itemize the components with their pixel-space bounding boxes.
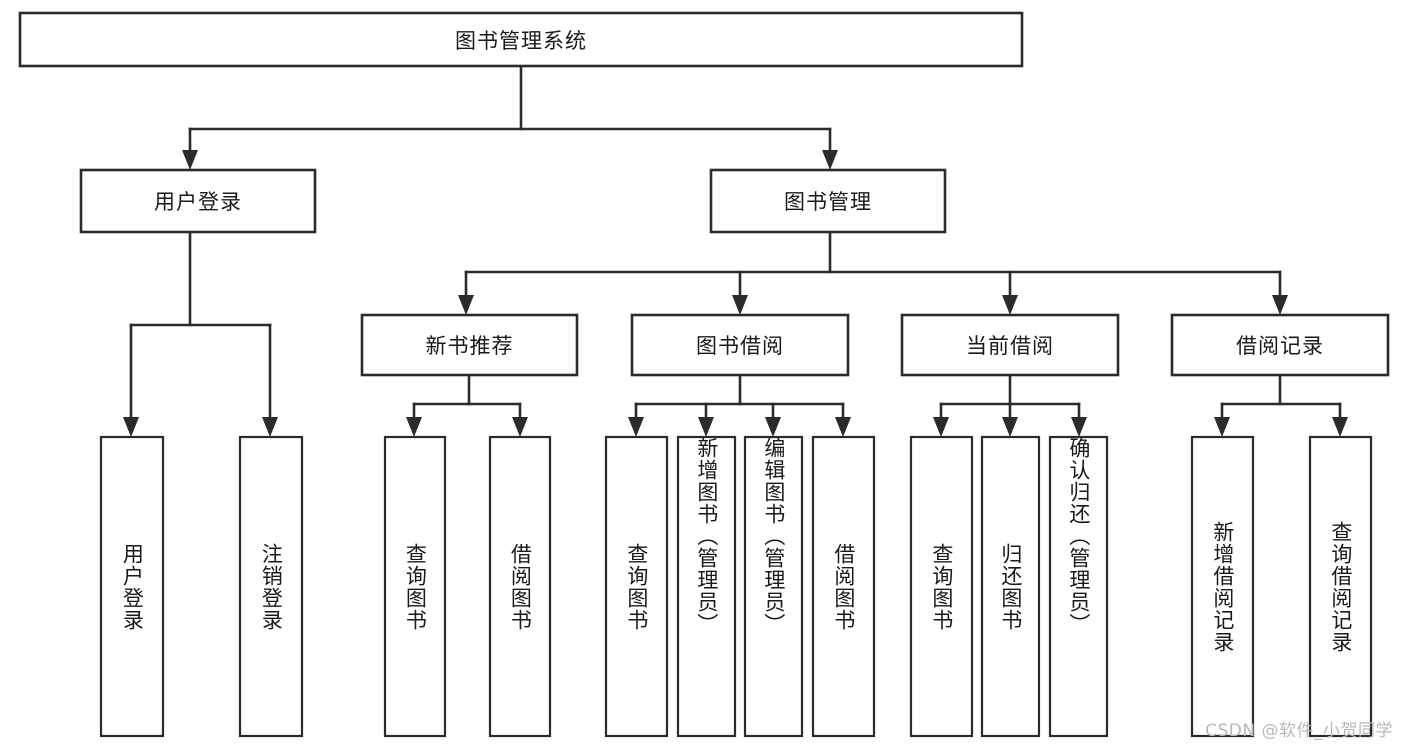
arrow-head-bb-leaf-3 xyxy=(765,417,781,437)
leaf-new-book-2[interactable] xyxy=(488,435,552,738)
arrow-head-user-login xyxy=(182,150,198,170)
arrow-head-cb-leaf-2 xyxy=(1002,417,1018,437)
leaf-current-borrow-1[interactable] xyxy=(909,435,974,738)
arrow-head-br-leaf-2 xyxy=(1332,417,1348,437)
arrow-head-leaf-logout xyxy=(262,417,278,437)
node-root-system[interactable] xyxy=(18,11,1024,68)
leaf-user-login-2[interactable] xyxy=(238,435,304,738)
edge-group-book-manage-to-level3 xyxy=(458,230,1288,315)
arrow-head-current-borrow xyxy=(1002,295,1018,315)
leaf-borrow-record-1[interactable] xyxy=(1190,435,1255,738)
arrow-head-borrow-record xyxy=(1272,295,1288,315)
leaf-book-borrow-3[interactable] xyxy=(743,435,804,738)
edge-group-user-login-to-leaves xyxy=(123,230,278,437)
edge-group-current-borrow-to-leaves xyxy=(933,373,1087,437)
leaf-current-borrow-3[interactable] xyxy=(1048,435,1109,738)
leaf-book-borrow-1[interactable] xyxy=(604,435,669,738)
edge-group-borrow-record-to-leaves xyxy=(1214,373,1348,437)
leaf-book-borrow-2[interactable] xyxy=(676,435,737,738)
arrow-head-book-manage xyxy=(822,150,838,170)
arrow-head-br-leaf-1 xyxy=(1214,417,1230,437)
leaf-book-borrow-4[interactable] xyxy=(811,435,876,738)
arrow-head-leaf-user-login xyxy=(123,417,139,437)
arrow-head-new-book xyxy=(458,295,474,315)
node-borrow-record[interactable] xyxy=(1170,313,1390,377)
leaf-user-login-1[interactable] xyxy=(99,435,165,738)
edge-group-root-to-level2 xyxy=(182,64,838,170)
arrow-head-bb-leaf-1 xyxy=(628,417,644,437)
arrow-head-nb-leaf-1 xyxy=(406,417,422,437)
watermark-text: CSDN @软件_小贺同学 xyxy=(1205,721,1393,741)
leaf-current-borrow-2[interactable] xyxy=(980,435,1041,738)
arrow-head-cb-leaf-1 xyxy=(933,417,949,437)
edge-group-book-borrow-to-leaves xyxy=(628,373,851,437)
node-book-manage[interactable] xyxy=(709,168,947,234)
arrow-head-cb-leaf-3 xyxy=(1071,417,1087,437)
edge-group-new-book-to-leaves xyxy=(406,373,528,437)
node-new-book-recommend[interactable] xyxy=(360,313,579,377)
node-current-borrow[interactable] xyxy=(900,313,1120,377)
node-user-login[interactable] xyxy=(79,168,317,234)
arrow-head-nb-leaf-2 xyxy=(512,417,528,437)
arrow-head-bb-leaf-4 xyxy=(835,417,851,437)
leaf-new-book-1[interactable] xyxy=(383,435,447,738)
node-book-borrow[interactable] xyxy=(630,313,850,377)
arrow-head-book-borrow xyxy=(732,295,748,315)
leaf-borrow-record-2[interactable] xyxy=(1308,435,1373,738)
arrow-head-bb-leaf-2 xyxy=(698,417,714,437)
